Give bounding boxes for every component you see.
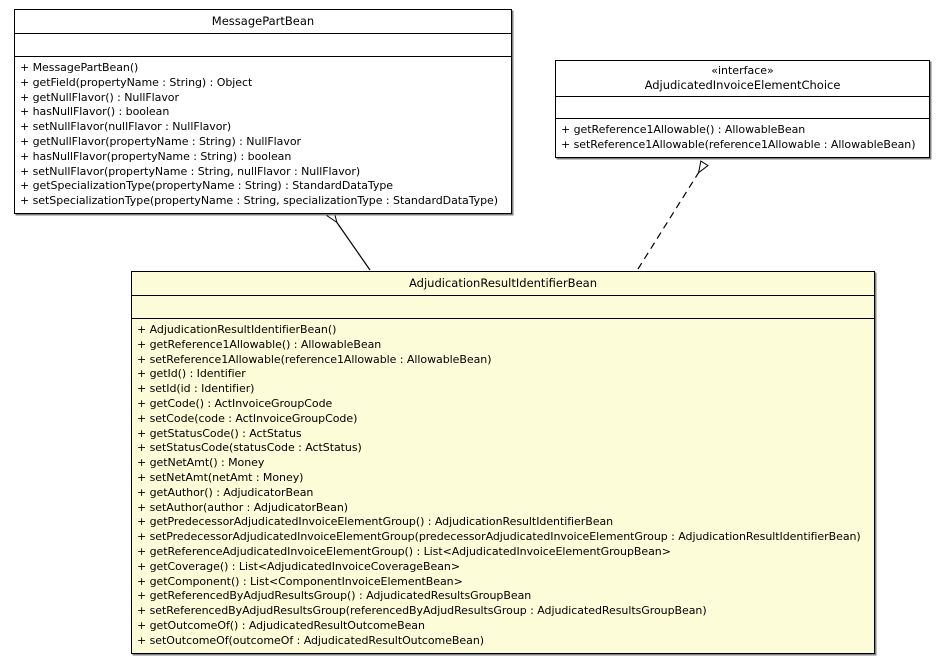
class-name-label: MessagePartBean (211, 14, 315, 28)
operation-row: + getNullFlavor(propertyName : String) :… (20, 134, 301, 148)
operation-row: + setId(id : Identifier) (137, 382, 255, 396)
class-title-band: «interface» AdjudicatedInvoiceElementCho… (556, 61, 929, 97)
operation-row: + getCoverage() : List<AdjudicatedInvoic… (137, 559, 461, 573)
class-box-adjudicated-invoice-element-choice[interactable]: «interface» AdjudicatedInvoiceElementCho… (555, 60, 930, 158)
operation-row: + getCode() : ActInvoiceGroupCode (137, 396, 333, 410)
operation-row: + setNullFlavor(nullFlavor : NullFlavor) (20, 120, 232, 134)
class-box-message-part-bean[interactable]: MessagePartBean + MessagePartBean() + ge… (14, 9, 512, 214)
operation-row: + getStatusCode() : ActStatus (137, 426, 302, 440)
operation-row: + getNetAmt() : Money (137, 456, 265, 470)
operation-row: + getReference1Allowable() : AllowableBe… (561, 123, 806, 136)
operation-row: + AdjudicationResultIdentifierBean() (137, 323, 337, 336)
operation-row: + setReference1Allowable(reference1Allow… (137, 352, 492, 366)
class-name-label: AdjudicationResultIdentifierBean (409, 276, 597, 290)
operation-row: + MessagePartBean() (20, 61, 139, 74)
realization-connector (637, 164, 704, 270)
operation-row: + setNullFlavor(propertyName : String, n… (20, 164, 361, 178)
class-operations-compartment: + AdjudicationResultIdentifierBean() + g… (132, 319, 874, 653)
generalization-connector (331, 214, 371, 271)
operation-row: + getOutcomeOf() : AdjudicatedResultOutc… (137, 618, 425, 632)
class-attributes-compartment (556, 97, 929, 119)
class-operations-compartment: + MessagePartBean() + getField(propertyN… (15, 57, 511, 213)
operation-row: + setSpecializationType(propertyName : S… (20, 194, 499, 208)
operation-row: + getPredecessorAdjudicatedInvoiceElemen… (137, 515, 614, 529)
operation-row: + setPredecessorAdjudicatedInvoiceElemen… (137, 530, 861, 544)
class-box-adjudication-result-identifier-bean[interactable]: AdjudicationResultIdentifierBean + Adjud… (131, 271, 875, 654)
class-title-band: MessagePartBean (15, 10, 511, 34)
class-title-band: AdjudicationResultIdentifierBean (132, 272, 874, 296)
operation-row: + setNetAmt(netAmt : Money) (137, 470, 304, 484)
operation-row: + hasNullFlavor(propertyName : String) :… (20, 149, 292, 163)
operation-row: + getReferencedByAdjudResultsGroup() : A… (137, 589, 532, 603)
operation-row: + setCode(code : ActInvoiceGroupCode) (137, 411, 358, 425)
operation-row: + getSpecializationType(propertyName : S… (20, 179, 393, 193)
operation-row: + getNullFlavor() : NullFlavor (20, 90, 179, 104)
stereotype-label: «interface» (711, 64, 774, 77)
operation-row: + getComponent() : List<ComponentInvoice… (137, 574, 463, 588)
operation-row: + getField(propertyName : String) : Obje… (20, 75, 253, 89)
operation-row: + getReferenceAdjudicatedInvoiceElementG… (137, 544, 671, 558)
class-attributes-compartment (15, 34, 511, 57)
class-attributes-compartment (132, 296, 874, 319)
operation-row: + getReference1Allowable() : AllowableBe… (137, 337, 382, 351)
operation-row: + setReferencedByAdjudResultsGroup(refer… (137, 604, 707, 618)
class-operations-compartment: + getReference1Allowable() : AllowableBe… (556, 119, 929, 157)
operation-row: + getId() : Identifier (137, 367, 246, 381)
class-name-label: AdjudicatedInvoiceElementChoice (644, 78, 841, 92)
operation-row: + setStatusCode(statusCode : ActStatus) (137, 441, 362, 455)
operation-row: + setReference1Allowable(reference1Allow… (561, 137, 916, 151)
operation-row: + getAuthor() : AdjudicatorBean (137, 485, 314, 499)
operation-row: + setOutcomeOf(outcomeOf : AdjudicatedRe… (137, 633, 484, 647)
operation-row: + setAuthor(author : AdjudicatorBean) (137, 500, 349, 514)
operation-row: + hasNullFlavor() : boolean (20, 105, 170, 119)
